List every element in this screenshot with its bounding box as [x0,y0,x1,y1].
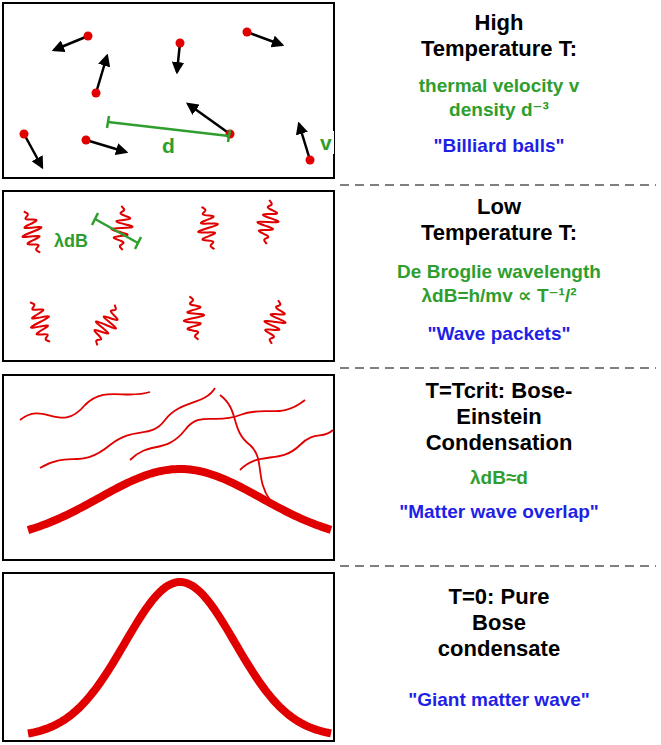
distance-tick [107,116,109,128]
wave-packet [111,206,132,250]
overlap-waves [20,388,333,500]
nickname-note: "Matter wave overlap" [344,500,654,524]
scene-panel: T=Tcrit: Bose-Einstein CondensationλdB≈d… [2,374,335,561]
nickname-note: "Giant matter wave" [349,688,649,712]
velocity-arrow [54,36,88,50]
matter-wave [130,400,305,460]
wave-packet [184,296,204,339]
separator-lines [340,185,656,566]
quantity-label: v [318,131,334,154]
quantity-label: λdB [52,232,90,252]
velocity-arrow [24,134,42,167]
condensate-wave [28,582,331,733]
scene-panel: Low Temperature T:De Broglie wavelength … [2,190,335,362]
wave-packet [264,300,285,344]
wavelength-tick [135,237,141,249]
matter-wave [40,388,215,468]
scene-panel: T=0: Pure Bose condensate"Giant matter w… [2,572,335,742]
separator-line [340,367,656,369]
atom-dot [84,32,93,41]
atom-dot [306,156,315,165]
physics-note: De Broglie wavelength λdB=h/mv ∝ T⁻¹/² [367,260,632,308]
atom-dot [176,39,185,48]
panel-caption: Low Temperature T: De Broglie wavelength … [340,192,658,346]
nickname-note: "Wave packets" [349,322,649,346]
nickname-note: "Billiard balls" [349,134,649,158]
panel-heading: T=0: Pure Bose condensate [437,584,562,662]
matter-wave [240,430,333,470]
velocity-arrows [24,32,310,167]
quantity-label: d [160,134,177,157]
velocity-arrow [188,104,230,134]
distance-tick [228,130,230,142]
wavelength-marker [92,213,141,249]
atom-dot [92,89,101,98]
wave-packets [23,200,286,345]
atom-dot [82,136,91,145]
velocity-arrow [247,32,282,45]
atoms [20,28,315,165]
wave-packet [198,207,218,249]
wave-packet [30,302,50,342]
panel-heading: T=Tcrit: Bose-Einstein Condensation [414,378,584,456]
panel-caption: T=0: Pure Bose condensate "Giant matter w… [340,574,658,712]
panel-heading: High Temperature T: [414,10,584,62]
condensate-waves [28,469,331,734]
wave-packet [257,200,278,244]
atom-dot [243,28,252,37]
condensate-wave [28,469,331,530]
panel-caption: T=Tcrit: Bose-Einstein Condensation λdB≈d… [340,376,658,524]
velocity-arrow [299,124,310,160]
panel-heading: Low Temperature T: [417,194,582,246]
panel-caption: High Temperature T: thermal velocity v de… [340,4,658,158]
atom-dot [20,130,29,139]
wavelength-tick [92,213,98,225]
separator-line [340,184,656,186]
physics-note: thermal velocity v density d⁻³ [397,74,602,122]
wave-packet [23,211,42,252]
separator-line [340,565,656,567]
wavelength-line [95,219,138,243]
physics-note: λdB≈d [399,466,599,490]
matter-wave [20,392,150,420]
velocity-arrow [96,56,107,93]
wave-packet [94,305,117,346]
velocity-arrow [86,140,126,152]
